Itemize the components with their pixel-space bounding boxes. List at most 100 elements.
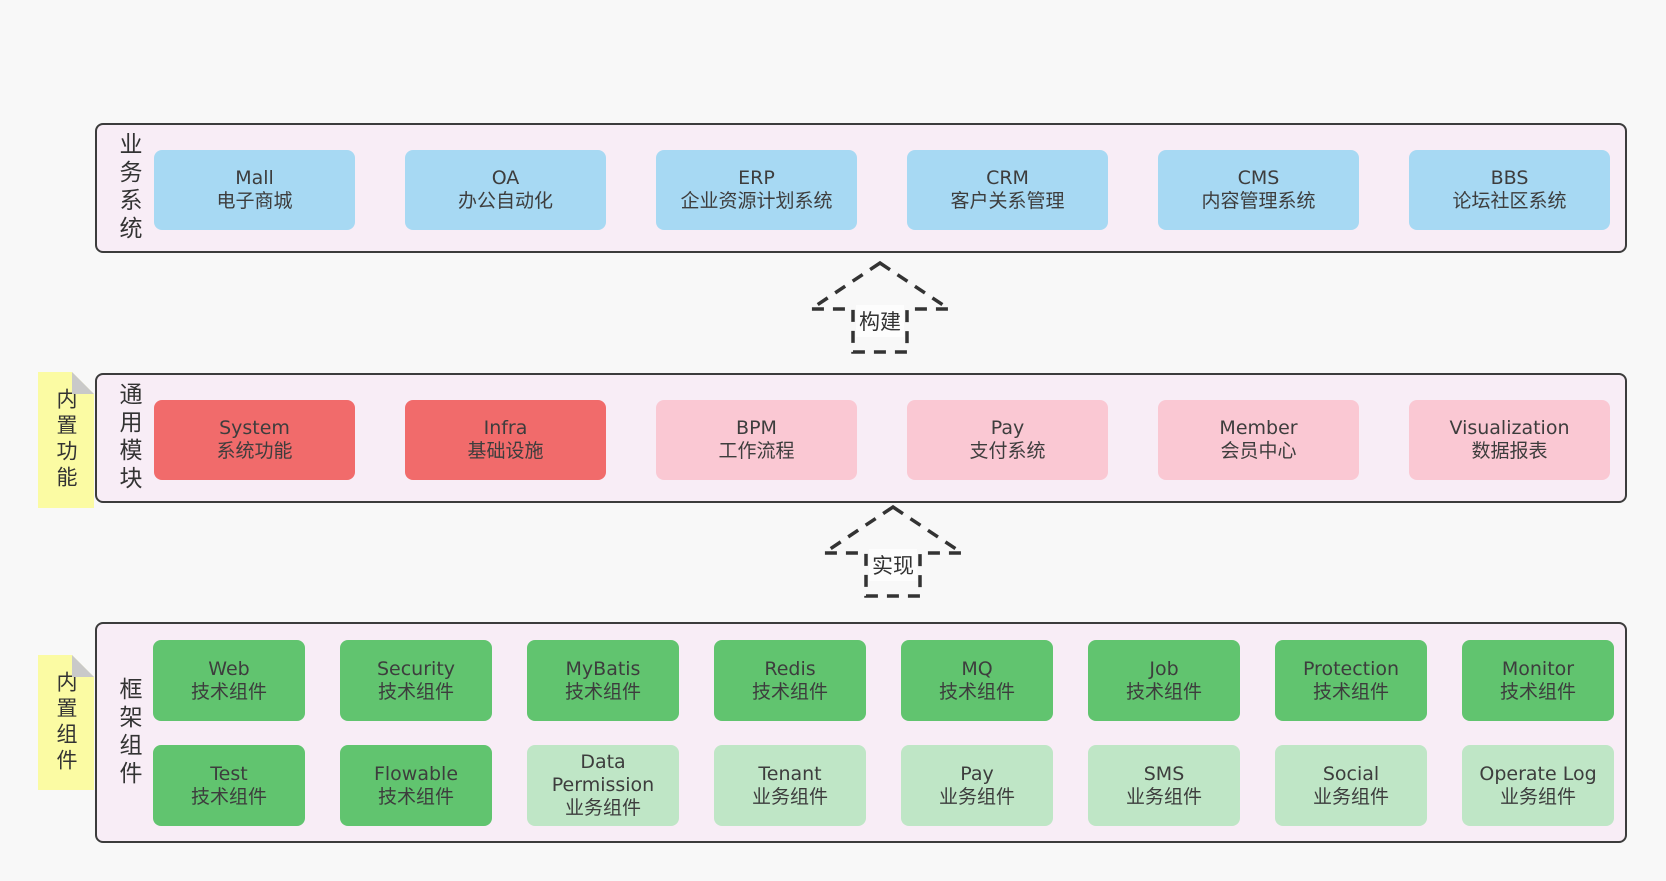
box-title: System xyxy=(219,417,290,439)
box-subtitle: 业务组件 xyxy=(1125,785,1202,808)
box-subtitle: 技术组件 xyxy=(1499,680,1576,703)
box-subtitle: 技术组件 xyxy=(751,680,828,703)
box-title: Tenant xyxy=(758,762,822,785)
box-title: ERP xyxy=(738,167,775,189)
box-subtitle: 技术组件 xyxy=(377,785,454,808)
box-subtitle: 技术组件 xyxy=(938,680,1015,703)
box-subtitle: 论坛社区系统 xyxy=(1452,190,1567,212)
box-title: Pay xyxy=(960,762,994,785)
box-subtitle: 会员中心 xyxy=(1220,440,1297,462)
box-subtitle: 技术组件 xyxy=(190,680,267,703)
dashed-up-arrow-icon xyxy=(808,260,952,354)
box-title: OA xyxy=(491,167,520,189)
box-title: Web xyxy=(208,657,250,680)
box-title: MyBatis xyxy=(565,657,641,680)
box-title: CMS xyxy=(1237,167,1280,189)
box-subtitle: 技术组件 xyxy=(190,785,267,808)
box-title: CRM xyxy=(986,167,1029,189)
box-subtitle: 业务组件 xyxy=(938,785,1015,808)
box-subtitle: 办公自动化 xyxy=(457,190,553,212)
box-title: Visualization xyxy=(1449,417,1570,439)
box-subtitle: 基础设施 xyxy=(467,440,544,462)
section-label-business-systems: 业务系统 xyxy=(115,132,141,244)
box-title: Social xyxy=(1322,762,1380,785)
section-label-framework-components: 框架组件 xyxy=(115,676,141,789)
box-title: Protection xyxy=(1302,657,1400,680)
arrow-implement-up: 实现 xyxy=(821,504,965,600)
box-title: Data Permission xyxy=(551,751,655,796)
box-subtitle: 技术组件 xyxy=(564,680,641,703)
box-subtitle: 业务组件 xyxy=(1499,785,1576,808)
box-title: Job xyxy=(1149,657,1179,680)
box-title: Member xyxy=(1219,417,1298,439)
box-title: Redis xyxy=(764,657,816,680)
box-title: BBS xyxy=(1490,167,1529,189)
sticky-note-built-in-components: 内置组件 xyxy=(38,655,94,790)
box-subtitle: 工作流程 xyxy=(718,440,795,462)
box-title: Flowable xyxy=(373,762,459,785)
box-subtitle: 数据报表 xyxy=(1471,440,1548,462)
arrow-implement-label: 实现 xyxy=(869,549,917,582)
box-subtitle: 电子商城 xyxy=(216,190,293,212)
dashed-up-arrow-icon xyxy=(821,504,965,598)
box-subtitle: 系统功能 xyxy=(216,440,293,462)
box-title: Pay xyxy=(990,417,1025,439)
box-title: SMS xyxy=(1143,762,1185,785)
box-title: Test xyxy=(210,762,248,785)
box-subtitle: 业务组件 xyxy=(751,785,828,808)
sticky-note-components-label: 内置组件 xyxy=(54,670,78,775)
box-subtitle: 技术组件 xyxy=(377,680,454,703)
box-subtitle: 业务组件 xyxy=(1312,785,1389,808)
box-title: Mall xyxy=(235,167,274,189)
arrow-build-label: 构建 xyxy=(856,305,904,338)
arrow-build-up: 构建 xyxy=(808,260,952,356)
box-title: MQ xyxy=(961,657,993,680)
box-subtitle: 技术组件 xyxy=(1312,680,1389,703)
box-subtitle: 技术组件 xyxy=(1125,680,1202,703)
box-subtitle: 内容管理系统 xyxy=(1201,190,1316,212)
box-title: Security xyxy=(376,657,456,680)
box-subtitle: 业务组件 xyxy=(564,797,641,819)
sticky-note-built-in-functions: 内置功能 xyxy=(38,372,94,508)
box-title: BPM xyxy=(736,417,777,439)
box-subtitle: 客户关系管理 xyxy=(950,190,1065,212)
box-title: Monitor xyxy=(1501,657,1575,680)
box-title: Infra xyxy=(483,417,528,439)
sticky-note-functions-label: 内置功能 xyxy=(54,388,78,492)
